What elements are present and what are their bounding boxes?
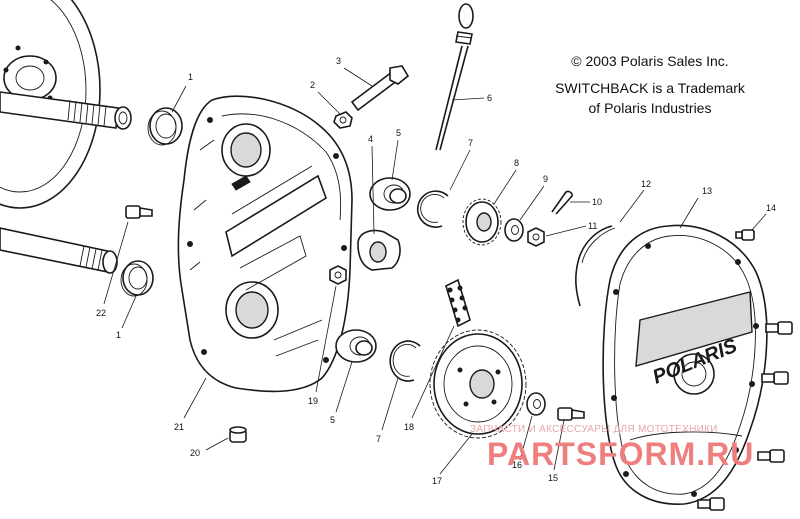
- callout-7-upper: 7: [468, 138, 473, 148]
- bolt-15: [557, 407, 585, 421]
- nut-2: [333, 111, 353, 129]
- screw-22: [125, 205, 153, 219]
- chaincase-cover: POLARIS: [602, 224, 768, 505]
- callout-5-upper: 5: [396, 128, 401, 138]
- chain-18: [445, 278, 471, 328]
- snap-ring-lower: [389, 340, 421, 382]
- cover-bolt-a: [735, 229, 755, 241]
- callout-1-lower: 1: [116, 330, 121, 340]
- lower-bearing: [335, 329, 377, 363]
- nut-19: [329, 265, 347, 285]
- chaincase-housing: [177, 95, 353, 393]
- tensioner-4: [357, 229, 401, 271]
- bolt-3: [350, 65, 410, 112]
- callout-21: 21: [174, 422, 184, 432]
- callout-5-lower: 5: [330, 415, 335, 425]
- callout-20: 20: [190, 448, 200, 458]
- callout-19: 19: [308, 396, 318, 406]
- callout-11: 11: [588, 221, 597, 231]
- callout-1-upper: 1: [188, 72, 193, 82]
- callout-6: 6: [487, 93, 492, 103]
- snap-ring-upper: [416, 190, 449, 228]
- callout-7-lower: 7: [376, 434, 381, 444]
- copyright-line-1: © 2003 Polaris Sales Inc.: [571, 53, 729, 69]
- callout-10: 10: [592, 197, 602, 207]
- callout-8: 8: [514, 158, 519, 168]
- nut-11: [527, 227, 545, 247]
- callout-18: 18: [404, 422, 414, 432]
- gasket-12: [575, 225, 616, 307]
- plug-20: [229, 426, 247, 443]
- copyright-line-2: SWITCHBACK is a Trademark: [555, 80, 745, 96]
- upper-seal: [147, 107, 183, 146]
- copyright-line-3: of Polaris Industries: [588, 100, 712, 116]
- upper-shaft: [0, 91, 132, 130]
- lower-shaft: [0, 227, 118, 274]
- lower-seal: [120, 260, 154, 297]
- cover-bolt-e: [697, 497, 725, 511]
- callout-15: 15: [548, 473, 558, 483]
- sprocket-17: [429, 329, 527, 439]
- cotter-pin-10: [551, 190, 573, 215]
- washer-16: [526, 392, 546, 416]
- dipstick-6: [435, 3, 474, 151]
- callout-22: 22: [96, 308, 106, 318]
- callout-9: 9: [543, 174, 548, 184]
- callout-13: 13: [702, 186, 712, 196]
- upper-bearing: [369, 177, 411, 211]
- cover-bolt-c: [761, 371, 789, 385]
- cover-bolt-b: [765, 321, 793, 335]
- callout-17: 17: [432, 476, 442, 486]
- callout-numbers: 1 2 3 4 5 6 7 8 9 10 11 12 13 14 22 1 19…: [96, 56, 776, 486]
- sprocket-8: [462, 198, 502, 246]
- callout-4: 4: [368, 134, 373, 144]
- callout-12: 12: [641, 179, 651, 189]
- watermark-brand: PARTSFORM.RU: [487, 436, 755, 472]
- washer-9: [504, 218, 524, 242]
- callout-14: 14: [766, 203, 776, 213]
- leader-lines: [103, 67, 767, 475]
- callout-16: 16: [512, 460, 522, 470]
- cover-bolt-d: [757, 449, 785, 463]
- watermark-tagline: ЗАПЧАСТИ И АКСЕССУАРЫ ДЛЯ МОТОТЕХНИКИ: [470, 424, 718, 435]
- callout-3: 3: [336, 56, 341, 66]
- callout-2: 2: [310, 80, 315, 90]
